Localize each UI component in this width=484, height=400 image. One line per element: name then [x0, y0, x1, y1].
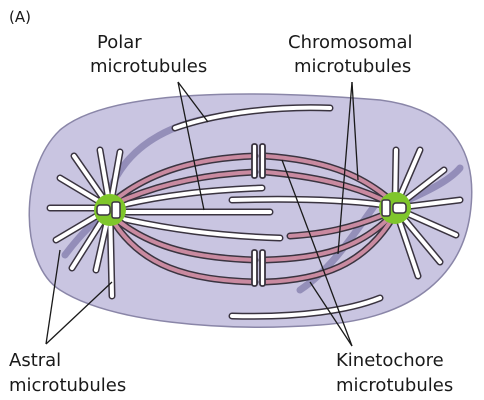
centrosome-left	[94, 194, 126, 226]
kinetochore-label-line2: microtubules	[336, 375, 453, 396]
centrosome-right	[379, 192, 411, 224]
astral-label-line1: Astral	[9, 350, 61, 371]
polar-label-line1: Polar	[97, 32, 142, 53]
kinetochore-label-line1: Kinetochore	[336, 350, 444, 371]
chromosomal-label-line1: Chromosomal	[288, 32, 413, 53]
astral-label-line2: microtubules	[9, 375, 126, 396]
panel-label: (A)	[9, 8, 31, 26]
chromosomal-label-line2: microtubules	[294, 56, 411, 77]
polar-label-line2: microtubules	[90, 56, 207, 77]
